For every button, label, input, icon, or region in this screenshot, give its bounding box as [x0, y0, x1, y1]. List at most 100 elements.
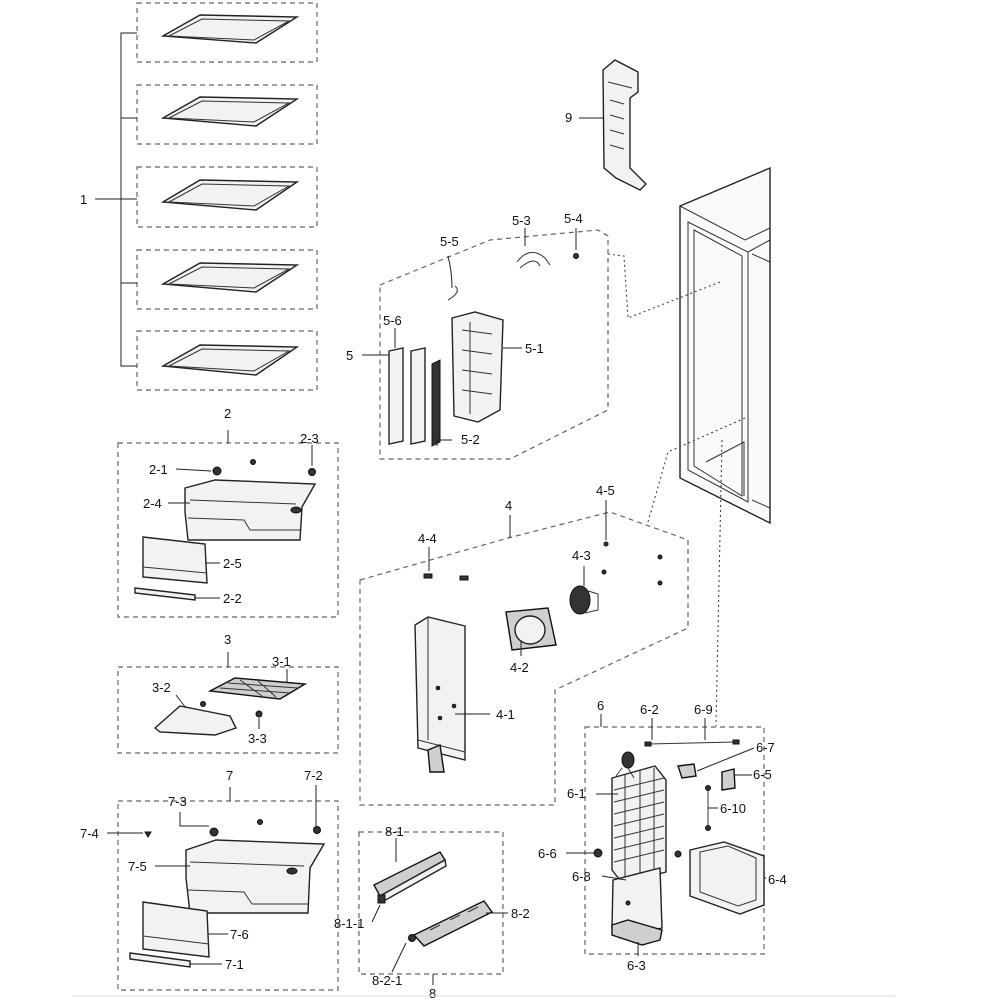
label-3: 3	[224, 632, 231, 647]
group-5-box	[379, 229, 609, 460]
rail-8-2	[408, 900, 494, 947]
glass-shelf-d	[160, 262, 300, 293]
label-6-8: 6-8	[572, 869, 591, 884]
evap-cover-4-1	[414, 616, 466, 773]
screw-3-3	[255, 710, 263, 718]
clip-6-6	[593, 848, 603, 858]
label-4-1: 4-1	[496, 707, 515, 722]
label-6-10: 6-10	[720, 801, 746, 816]
label-3-1: 3-1	[272, 654, 291, 669]
crisper-trim-2-2	[134, 587, 196, 601]
clip-4-4b	[459, 575, 469, 581]
shelf-box-d	[136, 249, 318, 310]
label-3-2: 3-2	[152, 680, 171, 695]
glass-shelf-b	[160, 96, 300, 127]
group-8-rails: 8 8-1 8-1-1 8-2 8-2-1	[334, 824, 530, 1000]
label-5-2: 5-2	[461, 432, 480, 447]
glass-shelf-e	[160, 344, 300, 376]
shelf-box-b	[136, 84, 318, 145]
label-7-5: 7-5	[128, 859, 147, 874]
crisper-cover-2-5	[142, 536, 208, 584]
label-2-1: 2-1	[149, 462, 168, 477]
label-5: 5	[346, 348, 353, 363]
group-1-shelves: 1	[80, 2, 318, 391]
drain-pan-6-3	[611, 867, 663, 946]
evaporator-6-1	[611, 765, 667, 885]
screw-7-4	[144, 831, 152, 838]
label-8: 8	[429, 986, 436, 1000]
label-6-9: 6-9	[694, 702, 713, 717]
shelf-front-3-2	[153, 705, 237, 736]
glass-shelf-c	[160, 179, 300, 211]
crisper-drawer-7-5	[185, 839, 326, 914]
duct-frame-5-1	[451, 311, 504, 423]
sensor-6-2	[615, 751, 635, 779]
insulation-5-6a	[388, 347, 404, 445]
duct-9	[602, 59, 647, 191]
label-7: 7	[226, 768, 233, 783]
group-4-fan-assembly: 4 4-4 4-5 4-3 4-2 4-1	[359, 483, 689, 806]
label-5-4: 5-4	[564, 211, 583, 226]
label-5-5: 5-5	[440, 234, 459, 249]
label-7-4: 7-4	[80, 826, 99, 841]
label-5-1: 5-1	[525, 341, 544, 356]
label-2-5: 2-5	[223, 556, 242, 571]
group-3-sliding-shelf: 3 3-1 3-2 3-3	[117, 632, 339, 754]
crisper-trim-7-1	[129, 952, 191, 968]
label-6: 6	[597, 698, 604, 713]
label-2-2: 2-2	[223, 591, 242, 606]
harness-6-9	[647, 741, 736, 745]
label-4-5: 4-5	[596, 483, 615, 498]
label-2: 2	[224, 406, 231, 421]
label-4: 4	[505, 498, 512, 513]
shelf-rack-3-1	[207, 677, 308, 700]
label-1: 1	[80, 192, 87, 207]
fridge-cabinet	[607, 166, 771, 727]
connector-6-5	[721, 768, 736, 791]
label-6-6: 6-6	[538, 846, 557, 861]
label-6-4: 6-4	[768, 872, 787, 887]
label-4-2: 4-2	[510, 660, 529, 675]
shelf-box-e	[136, 330, 318, 391]
label-5-6: 5-6	[383, 313, 402, 328]
label-7-3: 7-3	[168, 794, 187, 809]
label-2-4: 2-4	[143, 496, 162, 511]
group-5-duct-assembly: 5-3 5-4 5-5 5-6 5 5-1 5-2	[346, 211, 609, 460]
label-5-3: 5-3	[512, 213, 531, 228]
label-4-4: 4-4	[418, 531, 437, 546]
crisper-drawer-2-4	[184, 479, 317, 541]
label-6-5: 6-5	[753, 767, 772, 782]
label-4-3: 4-3	[572, 548, 591, 563]
label-7-2: 7-2	[304, 768, 323, 783]
group-4-box	[359, 511, 689, 806]
bracket-1	[95, 32, 137, 367]
label-8-1: 8-1	[385, 824, 404, 839]
screw-7-3	[209, 827, 219, 837]
label-8-1-1: 8-1-1	[334, 916, 364, 931]
group-8-box	[358, 831, 504, 975]
shelf-box-c	[136, 166, 318, 228]
crisper-cover-7-6	[142, 901, 210, 958]
label-7-6: 7-6	[230, 927, 249, 942]
label-2-3: 2-3	[300, 431, 319, 446]
label-6-7: 6-7	[756, 740, 775, 755]
connector-6-7	[677, 763, 697, 779]
label-6-2: 6-2	[640, 702, 659, 717]
group-6-box	[584, 726, 765, 955]
screw-2-1	[212, 466, 222, 476]
screw-7-2	[313, 826, 321, 834]
screw-5-4	[573, 253, 579, 259]
clip-4-4a	[423, 573, 433, 579]
label-9: 9	[565, 110, 572, 125]
group-7-crisper: 7 7-3 7-2 7-4 7-5 7-6 7-1	[80, 768, 339, 991]
screw-2-3	[308, 468, 316, 476]
group-9-duct: 9	[565, 59, 647, 191]
rail-8-1	[373, 851, 447, 904]
group-6-evaporator: 6	[538, 698, 787, 973]
glass-shelf-a	[160, 14, 300, 44]
wire-5-3	[516, 251, 551, 269]
label-7-1: 7-1	[225, 957, 244, 972]
fan-motor-4-3	[569, 585, 599, 615]
screw-4-5	[603, 541, 609, 547]
label-8-2: 8-2	[511, 906, 530, 921]
